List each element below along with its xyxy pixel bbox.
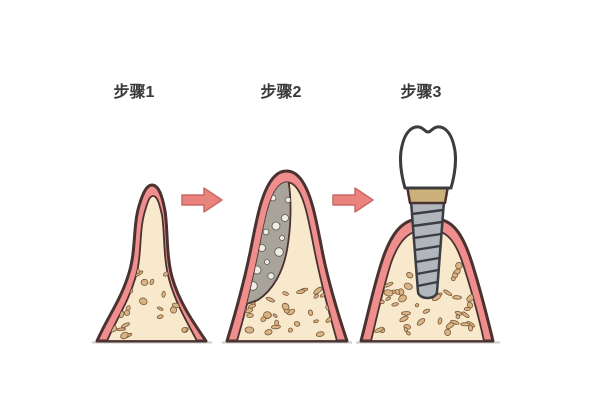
arrow-right-icon <box>332 187 374 213</box>
step3-label: 步骤3 <box>401 82 442 101</box>
step1-bone <box>106 195 198 342</box>
implant-crown-tooth <box>399 125 457 190</box>
arrow-right-icon <box>181 187 223 213</box>
step2-label: 步骤2 <box>261 82 302 101</box>
step1-label: 步骤1 <box>114 82 155 101</box>
implant-screw-threads <box>410 208 445 288</box>
